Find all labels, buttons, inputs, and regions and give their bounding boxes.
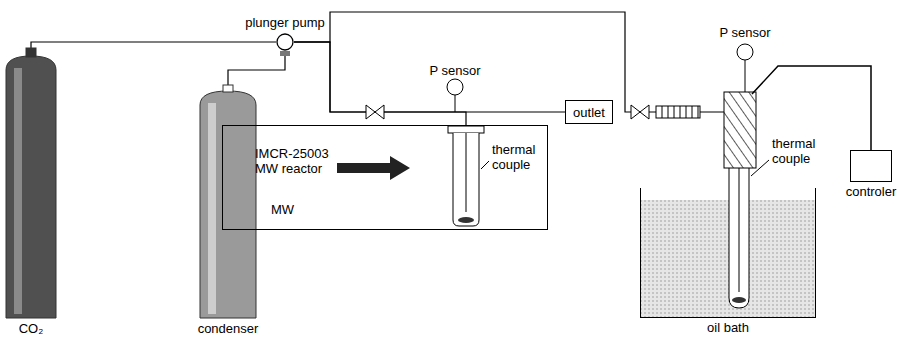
stirrer-bar xyxy=(458,217,474,223)
node-label: outlet xyxy=(573,105,605,120)
pump-symbol-outline xyxy=(276,33,294,51)
thermocouple-wire xyxy=(466,133,467,212)
controller-box: controler xyxy=(850,150,892,182)
cylinder-valve xyxy=(223,85,233,92)
coupling-ribs xyxy=(662,106,698,118)
valve-symbol xyxy=(631,105,649,119)
microwave-arrow xyxy=(337,156,410,180)
cylinder-highlight xyxy=(14,68,22,314)
coupling-rib xyxy=(668,106,669,118)
coupling-rib xyxy=(674,106,675,118)
tube-coupling xyxy=(656,106,700,118)
heating-tape xyxy=(724,92,756,168)
condenser-cylinder-outline xyxy=(200,85,256,318)
node-label: condenser xyxy=(198,321,259,336)
reactor-cap xyxy=(448,126,484,133)
outlet-box: outlet xyxy=(565,100,613,124)
pressure-gauge xyxy=(737,44,753,60)
node-label: oil bath xyxy=(707,320,749,335)
pipe-line xyxy=(294,42,466,125)
stirrer-bar xyxy=(732,297,746,303)
gas-cylinder: CO₂ xyxy=(6,48,56,318)
reactor-tube xyxy=(453,133,479,226)
bath-reactor-tube xyxy=(729,165,749,308)
cylinder-valve xyxy=(26,48,36,57)
pressure-gauge xyxy=(447,79,463,95)
oil-bath: oil bath xyxy=(640,188,816,318)
node-label: CO₂ xyxy=(19,321,44,336)
sensor-label: P sensor xyxy=(429,63,480,78)
pump-circle xyxy=(277,34,293,50)
sensor-stem xyxy=(745,60,746,92)
coupling-rib xyxy=(662,106,663,118)
valve-half xyxy=(640,105,649,119)
coupling-rib xyxy=(686,106,687,118)
gas-cylinder-outline xyxy=(6,48,56,318)
leader-line xyxy=(481,161,489,169)
callout-label: thermal couple xyxy=(772,136,824,166)
reactor-housing: IMCR-25003 MW reactorMW xyxy=(222,125,548,230)
pipe-line xyxy=(294,42,565,112)
coupling-rib xyxy=(692,106,693,118)
pump-symbol: plunger pump xyxy=(276,33,294,51)
cylinder-highlight xyxy=(208,103,216,314)
pump-base xyxy=(280,51,290,56)
valve-half xyxy=(375,105,384,119)
thermocouple-wire xyxy=(739,168,740,292)
node-label: MW xyxy=(271,202,294,217)
valve-half xyxy=(366,105,375,119)
cylinder-body xyxy=(6,56,56,318)
pipe-line xyxy=(228,56,285,85)
oil-fill xyxy=(641,200,815,317)
valve-symbol xyxy=(366,105,384,119)
pipe-line xyxy=(31,42,276,48)
sensor-label: P sensor xyxy=(719,25,770,40)
node-label: controler xyxy=(846,184,897,199)
coupling-rib xyxy=(680,106,681,118)
sensor-stem xyxy=(455,95,456,112)
node-label: IMCR-25003 MW reactor xyxy=(255,146,345,176)
condenser-cylinder: condenser xyxy=(200,85,256,318)
pipe-line xyxy=(294,12,739,188)
node-label: plunger pump xyxy=(245,15,325,30)
valve-half xyxy=(631,105,640,119)
coupling-rib xyxy=(698,106,699,118)
callout-label: thermal couple xyxy=(492,142,544,172)
leader-line xyxy=(751,160,769,176)
